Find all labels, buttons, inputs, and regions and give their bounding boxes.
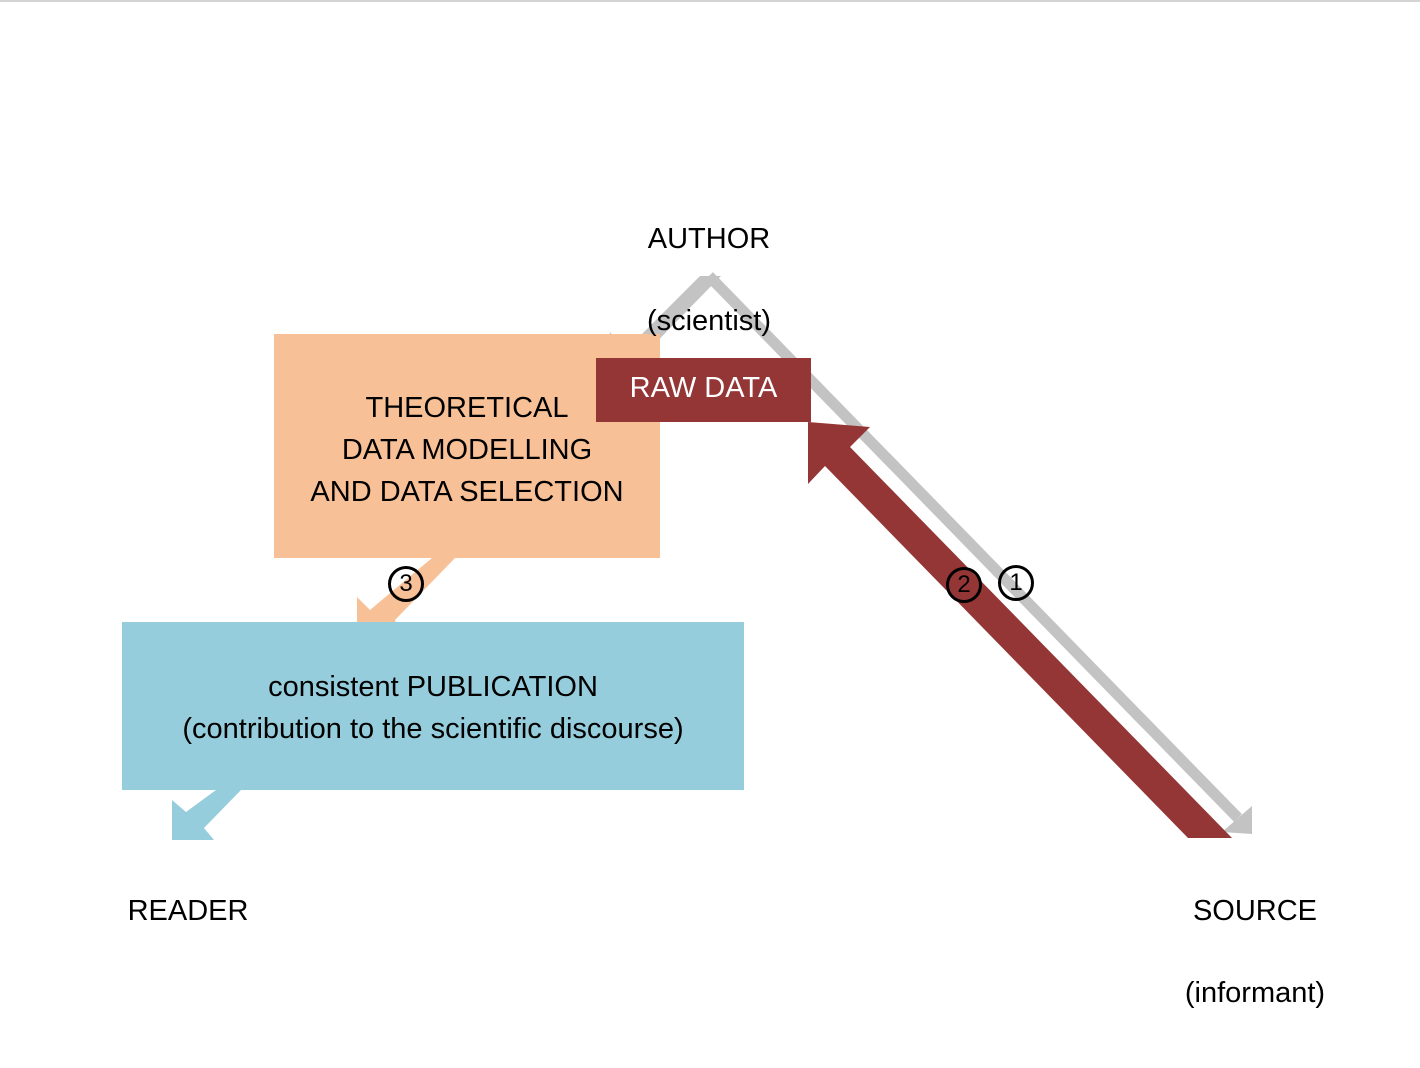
step-3-badge: 3 bbox=[388, 566, 424, 602]
top-border-line bbox=[0, 0, 1420, 2]
source-title: SOURCE bbox=[1192, 895, 1318, 927]
step-2-number: 2 bbox=[957, 571, 971, 598]
raw-data-box: RAW DATA bbox=[596, 358, 811, 422]
theory-box: THEORETICAL DATA MODELLING AND DATA SELE… bbox=[274, 334, 660, 558]
publication-box: consistent PUBLICATION (contribution to … bbox=[122, 622, 744, 790]
theory-box-label: THEORETICAL DATA MODELLING AND DATA SELE… bbox=[310, 392, 624, 508]
raw-data-label: RAW DATA bbox=[629, 371, 778, 404]
source-to-rawdata-arrow bbox=[808, 422, 1232, 838]
author-to-source-head bbox=[1222, 806, 1252, 834]
step-2-badge: 2 bbox=[946, 567, 982, 603]
publication-to-reader-arrow bbox=[172, 790, 241, 840]
step-1-number: 1 bbox=[1009, 569, 1023, 596]
reader-title: READER bbox=[127, 895, 249, 927]
author-node: AUTHOR (scientist) bbox=[609, 178, 809, 383]
source-to-rawdata-shape bbox=[808, 422, 1232, 838]
reader-node: READER bbox=[108, 850, 268, 973]
source-subtitle: (informant) bbox=[1184, 977, 1326, 1009]
source-node: SOURCE (informant) bbox=[1145, 850, 1365, 1055]
step-3-number: 3 bbox=[399, 570, 413, 597]
publication-to-reader-shape bbox=[172, 790, 241, 840]
author-title: AUTHOR bbox=[647, 223, 771, 255]
author-subtitle: (scientist) bbox=[646, 305, 772, 337]
publication-box-label: consistent PUBLICATION (contribution to … bbox=[182, 671, 684, 745]
step-1-badge: 1 bbox=[998, 565, 1034, 601]
